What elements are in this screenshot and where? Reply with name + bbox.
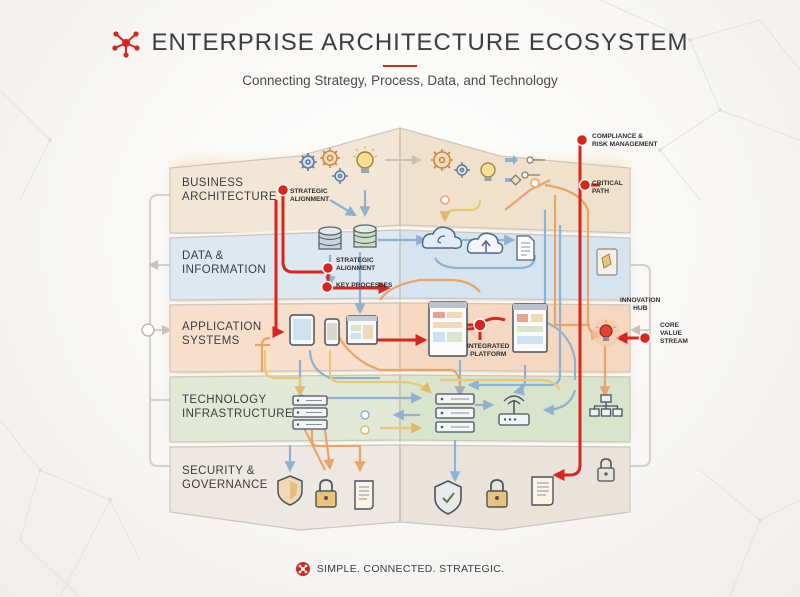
annotation-line: PATH	[592, 188, 609, 195]
layer-label-line: ARCHITECTURE	[182, 191, 277, 203]
layer-label-technology: TECHNOLOGY INFRASTRUCTURE	[182, 393, 293, 421]
server-icon	[435, 393, 475, 433]
layer-label-data: DATA & INFORMATION	[182, 249, 266, 277]
browser-window-icon	[346, 315, 378, 345]
annotation-line: CRITICAL	[592, 180, 623, 187]
cloud-icon	[421, 226, 463, 249]
layer-label-security: SECURITY & GOVERNANCE	[182, 464, 268, 492]
annotation-line: INTEGRATED	[467, 343, 510, 350]
annotation-line: STREAM	[660, 338, 688, 345]
document-icon	[516, 235, 535, 261]
yellow-flows	[263, 199, 561, 434]
title-rule	[383, 65, 417, 67]
annotation-line: RISK MANAGEMENT	[592, 141, 658, 148]
footer-text: SIMPLE. CONNECTED. STRATEGIC.	[316, 563, 505, 575]
title-block: ENTERPRISE ARCHITECTURE ECOSYSTEM	[0, 28, 800, 63]
page-title: ENTERPRISE ARCHITECTURE ECOSYSTEM	[151, 29, 689, 56]
dashboard-icon	[428, 301, 468, 357]
layer-label-line: SYSTEMS	[182, 335, 240, 347]
layer-label-business: BUSINESS ARCHITECTURE	[182, 176, 277, 204]
annotation-integrated-platform: INTEGRATED PLATFORM	[467, 343, 509, 359]
router-icon	[498, 395, 530, 426]
lightbulb-icon	[480, 162, 496, 181]
annotation-line: ALIGNMENT	[336, 265, 376, 272]
tablet-icon	[289, 314, 315, 346]
gear-icon	[431, 149, 453, 171]
annotation-strategic-alignment: STRATEGIC ALIGNMENT	[290, 188, 329, 204]
left-hub-node	[141, 323, 155, 337]
layer-label-line: INFORMATION	[182, 264, 267, 276]
annotation-line: STRATEGIC	[290, 188, 328, 195]
flow-nodes	[360, 178, 540, 435]
shield-icon	[277, 475, 303, 506]
layer-label-line: SECURITY &	[182, 465, 255, 477]
gear-icon	[332, 168, 348, 184]
annotation-line: COMPLIANCE &	[592, 133, 643, 140]
annotation-line: CORE	[660, 322, 680, 329]
lock-icon	[315, 479, 337, 508]
lock-icon	[597, 458, 615, 482]
lock-icon	[486, 479, 508, 508]
network-logo-icon	[112, 31, 141, 58]
gear-icon	[454, 162, 470, 178]
annotation-line: INNOVATION	[620, 297, 661, 304]
network-badge-icon	[295, 562, 310, 576]
annotation-critical-path: CRITICAL PATH	[592, 180, 623, 196]
annotation-key-processes: KEY PROCESSES	[336, 282, 393, 289]
database-icon	[318, 226, 342, 250]
innovation-lightbulb-icon	[592, 319, 620, 347]
layer-shelves	[171, 226, 629, 446]
footer-tagline: SIMPLE. CONNECTED. STRATEGIC.	[0, 562, 800, 579]
gear-icon	[299, 153, 317, 171]
annotation-core-value-stream: CORE VALUE STREAM	[660, 322, 688, 346]
annotation-compliance: COMPLIANCE & RISK MANAGEMENT	[592, 133, 658, 149]
annotation-line: STRATEGIC	[336, 257, 374, 264]
annotation-line: VALUE	[660, 330, 682, 337]
red-nodes	[276, 133, 652, 345]
layer-label-line: INFRASTRUCTURE	[182, 408, 294, 420]
layer-label-application: APPLICATION SYSTEMS	[182, 320, 262, 348]
annotation-line: ALIGNMENT	[290, 196, 330, 203]
layer-label-line: DATA &	[182, 250, 224, 262]
shield-check-icon	[434, 480, 462, 515]
process-nodes-icon	[509, 156, 545, 186]
phone-icon	[324, 318, 340, 346]
annotation-line: HUB	[633, 305, 648, 312]
page-subtitle: Connecting Strategy, Process, Data, and …	[242, 73, 558, 88]
gear-icon	[320, 148, 340, 168]
annotation-innovation-hub: INNOVATION HUB	[620, 297, 660, 313]
scroll-icon	[531, 476, 554, 506]
data-card-icon	[596, 248, 618, 276]
database-icon	[353, 224, 377, 248]
layer-label-line: GOVERNANCE	[182, 479, 268, 491]
annotation-line: PLATFORM	[470, 351, 507, 358]
annotation-strategic-alignment-2: STRATEGIC ALIGNMENT	[336, 257, 375, 273]
lightbulb-icon	[352, 146, 378, 173]
layer-label-line: TECHNOLOGY	[182, 394, 267, 406]
server-icon	[292, 395, 328, 430]
org-chart-icon	[589, 394, 623, 417]
scroll-icon	[354, 480, 374, 510]
upload-cloud-icon	[466, 232, 504, 254]
dashboard-icon	[512, 303, 548, 353]
layer-label-line: APPLICATION	[182, 321, 262, 333]
layer-label-line: BUSINESS	[182, 177, 244, 189]
